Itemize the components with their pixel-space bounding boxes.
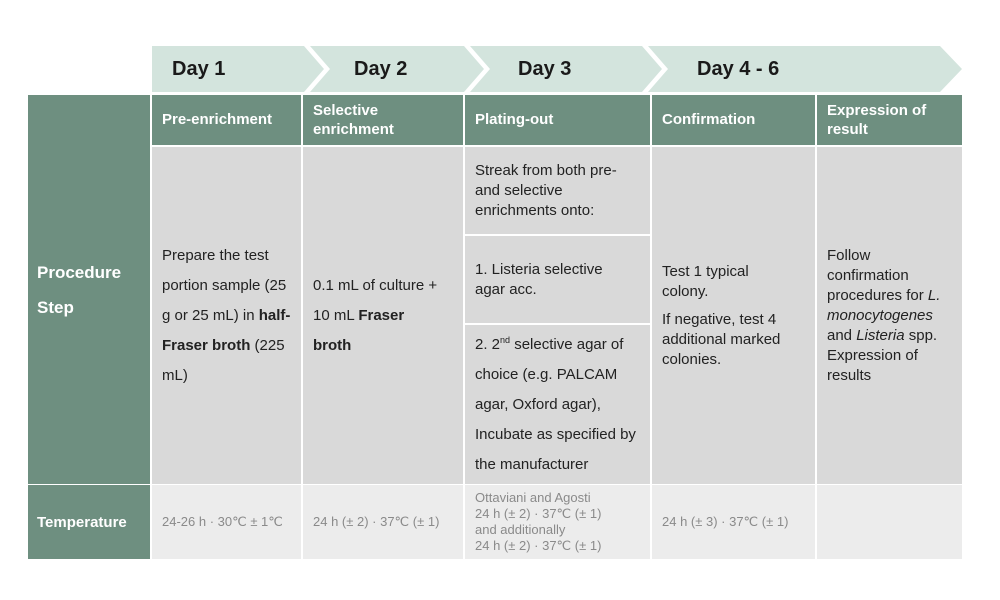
plating-out-item-2-description: selective agar of choice (e.g. PALCAM ag…: [475, 335, 636, 473]
day-1-label: Day 1: [172, 58, 226, 80]
chevron-arrows: [152, 46, 962, 92]
expression-procedure: Follow confirmation procedures for L. mo…: [817, 147, 962, 484]
temperature-label: Temperature: [28, 485, 150, 559]
selective-enrichment-procedure-text: 0.1 mL of culture + 10 mL Fraser broth: [313, 271, 443, 361]
day-3-label: Day 3: [518, 58, 572, 80]
expression-organism-1: L. monocytogenes: [827, 286, 941, 324]
temperature-pre-enrichment: 24-26 h · 30℃ ± 1℃: [152, 485, 301, 559]
temperature-plating-out-lines: Ottaviani and Agosti 24 h (± 2) · 37℃ (±…: [475, 490, 601, 554]
selective-enrichment-text: 0.1 mL of culture + 10 mL: [313, 276, 438, 324]
plating-out-intro: Streak from both pre- and selective enri…: [465, 147, 650, 234]
day-2-label: Day 2: [354, 58, 408, 80]
temperature-plating-out-line-1: Ottaviani and Agosti: [475, 490, 591, 505]
plating-out-intro-text: Streak from both pre- and selective enri…: [475, 161, 617, 219]
pre-enrichment-text: Prepare the test portion sample (25 g or…: [162, 246, 287, 324]
expression-text-3: spp. Expression of results: [827, 326, 938, 384]
plating-out-item-2-ordinal: nd: [500, 334, 511, 345]
expression-text-1: Follow confirmation procedures for: [827, 246, 928, 304]
header-plating-out: Plating-out: [465, 95, 650, 145]
header-pre-enrichment: Pre-enrichment: [152, 95, 301, 145]
temperature-expression: [817, 485, 962, 559]
temperature-plating-out-line-2: 24 h (± 2) · 37℃ (± 1): [475, 506, 602, 521]
pre-enrichment-procedure-text: Prepare the test portion sample (25 g or…: [162, 241, 291, 391]
confirmation-step-2: If negative, test 4 additional marked co…: [662, 310, 781, 368]
temperature-plating-out-line-3: and additionally: [475, 522, 566, 537]
procedure-step-text: Procedure Step: [37, 262, 122, 317]
plating-out-item-2: 2. 2nd selective agar of choice (e.g. PA…: [465, 325, 650, 484]
temperature-text: Temperature: [37, 513, 127, 531]
temperature-plating-out-line-4: 24 h (± 2) · 37℃ (± 1): [475, 538, 602, 553]
temperature-selective-enrichment: 24 h (± 2) · 37℃ (± 1): [303, 485, 463, 559]
pre-enrichment-medium: half-Fraser broth: [162, 306, 291, 354]
header-selective-enrichment-text: Selective enrichment: [313, 101, 394, 139]
expression-procedure-text: Follow confirmation procedures for L. mo…: [827, 246, 952, 386]
header-pre-enrichment-text: Pre-enrichment: [162, 111, 273, 129]
day-timeline-banner: Day 1 Day 2 Day 3 Day 4 - 6: [152, 46, 962, 92]
confirmation-step-1: Test 1 typical colony.: [662, 262, 749, 300]
expression-organism-2: Listeria: [856, 326, 905, 344]
header-plating-out-text: Plating-out: [475, 111, 554, 129]
temperature-confirmation-text: 24 h (± 3) · 37℃ (± 1): [662, 514, 789, 529]
selective-enrichment-procedure: 0.1 mL of culture + 10 mL Fraser broth: [303, 147, 463, 484]
plating-out-item-1: 1. Listeria selective agar acc.: [465, 236, 650, 323]
confirmation-procedure: Test 1 typical colony. If negative, test…: [652, 147, 815, 484]
header-confirmation: Confirmation: [652, 95, 815, 145]
procedure-step-label: Procedure Step: [28, 95, 150, 484]
expression-text-2: and: [827, 326, 857, 344]
temperature-selective-enrichment-text: 24 h (± 2) · 37℃ (± 1): [313, 514, 440, 529]
temperature-confirmation: 24 h (± 3) · 37℃ (± 1): [652, 485, 815, 559]
plating-out-item-2-number: 2. 2: [475, 335, 501, 353]
pre-enrichment-volume: (225 mL): [162, 336, 285, 384]
header-expression-of-result: Expression of result: [817, 95, 962, 145]
day-4-6-label: Day 4 - 6: [697, 58, 780, 80]
confirmation-procedure-text: Test 1 typical colony. If negative, test…: [662, 262, 805, 370]
header-confirmation-text: Confirmation: [662, 111, 756, 129]
header-expression-text: Expression of result: [827, 101, 927, 139]
header-selective-enrichment: Selective enrichment: [303, 95, 463, 145]
pre-enrichment-procedure: Prepare the test portion sample (25 g or…: [152, 147, 301, 484]
temperature-plating-out: Ottaviani and Agosti 24 h (± 2) · 37℃ (±…: [465, 485, 650, 559]
temperature-pre-enrichment-text: 24-26 h · 30℃ ± 1℃: [162, 514, 283, 529]
plating-out-item-2-text: 2. 2nd selective agar of choice (e.g. PA…: [475, 330, 640, 480]
selective-enrichment-medium: Fraser broth: [313, 306, 405, 354]
plating-out-item-1-text: 1. Listeria selective agar acc.: [475, 260, 603, 298]
